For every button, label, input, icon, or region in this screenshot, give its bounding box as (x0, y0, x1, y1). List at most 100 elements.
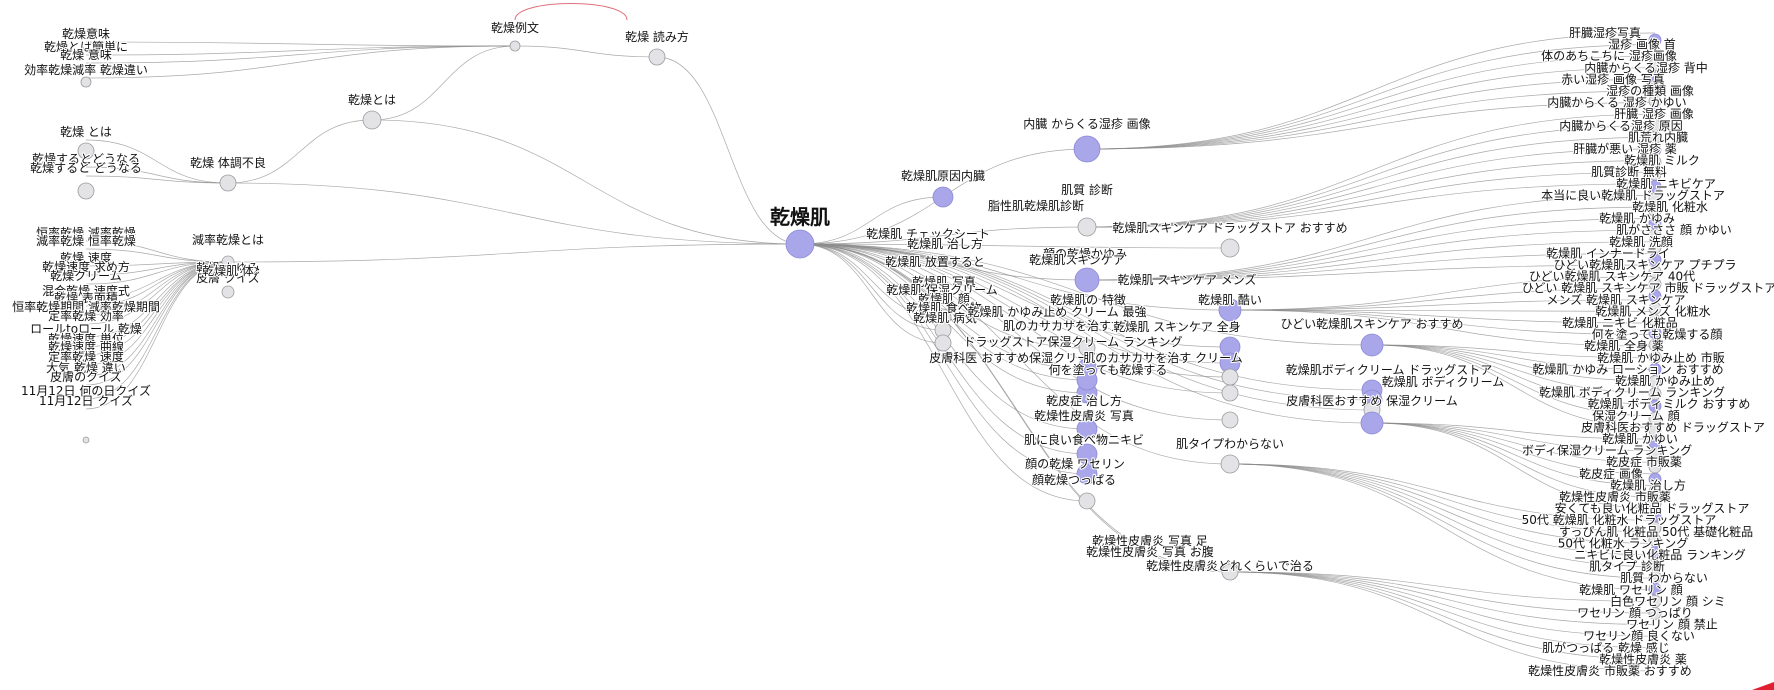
hub-node[interactable] (1073, 135, 1101, 163)
hub-node[interactable] (1360, 411, 1384, 435)
graph-edge (799, 243, 1373, 401)
hub-node[interactable] (221, 255, 235, 269)
left-keyword-label: 乾燥 速度 (60, 250, 112, 265)
left-keyword-label: 減率乾燥 恒率乾燥 (36, 233, 136, 248)
graph-edge (799, 243, 1231, 348)
right-keyword-label: ワセリン顔 良くない (1583, 628, 1695, 643)
center-node[interactable] (785, 229, 815, 259)
mid-keyword-label: 肌に良い食べ物ニキビ (1024, 432, 1144, 447)
hub-node[interactable] (648, 48, 666, 66)
graph-edge (1086, 102, 1656, 150)
mid-node[interactable] (1076, 463, 1098, 485)
mid-node[interactable] (1076, 418, 1098, 440)
right-keyword-label: 皮膚科医おすすめ ドラッグストア (1581, 419, 1765, 434)
hub-node[interactable] (219, 174, 237, 192)
right-keyword-label: ニキビに良い化粧品 ランキング (1574, 547, 1745, 562)
graph-edge (1371, 422, 1656, 440)
graph-edge (1086, 171, 1656, 228)
left-node[interactable] (80, 76, 92, 88)
right-keyword-label: 乾燥性皮膚炎 市販薬 おすすめ (1528, 663, 1692, 678)
right-node[interactable] (1648, 607, 1662, 620)
graph-nodes (77, 33, 1662, 620)
mid-keyword-label: 乾燥肌ボディクリーム ドラッグストア (1286, 362, 1493, 377)
hub-node[interactable] (362, 110, 382, 130)
graph-edge (1086, 90, 1656, 150)
graph-edges (85, 32, 1656, 672)
mid-keyword-label: 乾燥性皮膚炎 写真 お腹 (1086, 544, 1214, 559)
left-keyword-label: 大気 乾燥 違い (46, 360, 126, 375)
right-keyword-label: 湿疹の種類 画像 (1606, 83, 1694, 98)
graph-edge (85, 240, 229, 263)
right-keyword-label: 安くても良い化粧品 ドラッグストア (1555, 501, 1750, 516)
graph-edge (1086, 67, 1656, 150)
hub-node[interactable] (1221, 563, 1239, 581)
graph-edge (1229, 463, 1656, 544)
left-node[interactable] (77, 142, 95, 160)
graph-edge (799, 243, 1231, 249)
mid-node[interactable] (1078, 492, 1096, 510)
mid-node[interactable] (1221, 384, 1239, 402)
right-keyword-label: 乾燥肌 メンズ 化粧水 (1595, 303, 1710, 318)
left-node[interactable] (77, 182, 95, 200)
right-keyword-label: 乾燥肌 全身 薬 (1584, 338, 1664, 353)
hub-node[interactable] (1077, 217, 1097, 237)
mid-keyword-label: 肌のカサカサを治す クリーム (1083, 351, 1242, 365)
mid-node[interactable] (1076, 369, 1098, 391)
graph-edge (85, 139, 229, 184)
graph-edge (1371, 344, 1656, 382)
mid-node[interactable] (1221, 368, 1239, 386)
graph-edge (1229, 463, 1656, 533)
mid-keyword-label: 顔乾燥つっぱる (1032, 472, 1116, 487)
right-keyword-label: 乾皮症 画像 (1579, 466, 1643, 481)
right-keyword-label: 肌荒れ内臓 (1628, 130, 1688, 144)
graph-edge (799, 243, 1231, 311)
graph-edge (85, 175, 229, 184)
graph-edge (799, 243, 1231, 465)
left-node[interactable] (82, 436, 90, 444)
hub-label: 乾燥性皮膚炎どれくらいで治る (1146, 558, 1314, 573)
hub-label: 乾燥例文 (491, 20, 539, 35)
right-keyword-label: 肌がつっぱる 乾燥 感じ (1542, 640, 1670, 655)
mid-keyword-label: 乾燥性皮膚炎 写真 (1034, 408, 1134, 423)
right-keyword-label: 肝臓湿疹写真 (1569, 25, 1641, 40)
mid-node[interactable] (1221, 411, 1239, 429)
graph-edge (799, 196, 944, 245)
left-keyword-label: 皮膚 クイズ (196, 270, 259, 285)
left-keyword-label: 乾燥肌 体 (202, 264, 254, 278)
graph-edge (1086, 253, 1656, 281)
graph-edge (85, 261, 229, 356)
left-keyword-label: 乾燥すると どうなる (30, 161, 142, 175)
right-keyword-label: 乾燥肌 化粧水 (1632, 200, 1708, 214)
hub-node[interactable] (1220, 454, 1240, 474)
right-keyword-label: 乾燥肌 ニキビケア (1616, 177, 1716, 191)
right-keyword-label: 50代 化粧水 ランキング (1558, 536, 1689, 550)
left-keyword-label: 混合乾燥 速度式 (42, 283, 130, 298)
mid-node[interactable] (934, 334, 952, 352)
hub-node[interactable] (932, 186, 954, 208)
left-keyword-label: 乾燥 表面積 (54, 290, 118, 305)
right-keyword-label: 肝臓 湿疹 画像 (1614, 106, 1694, 121)
hub-node[interactable] (509, 40, 521, 52)
left-node[interactable] (221, 285, 235, 299)
mid-keyword-label: 皮膚科医 おすすめ保湿クリーム (929, 350, 1100, 365)
mid-keyword-label: 乾燥肌スキンケア (1029, 253, 1125, 267)
hub-node[interactable] (1220, 238, 1240, 258)
left-keyword-label: 11月12日 何の日クイズ (21, 383, 151, 398)
graph-edge (1229, 463, 1656, 579)
right-keyword-label: 白色ワセリン 顔 シミ (1610, 593, 1726, 608)
right-keyword-label: 乾燥肌 洗顔 (1609, 234, 1673, 249)
right-keyword-label: 乾燥性皮膚炎 薬 (1599, 651, 1687, 666)
graph-edge (1229, 309, 1656, 312)
right-keyword-label: 肌質 わからない (1620, 570, 1708, 585)
left-keyword-label: 定率乾燥 速度 (48, 349, 124, 364)
hub-node[interactable] (1218, 298, 1242, 322)
hub-node[interactable] (1360, 333, 1384, 357)
mid-node[interactable] (1078, 339, 1096, 357)
graph-edge (1229, 299, 1656, 311)
graph-edge (1086, 148, 1656, 228)
hub-node[interactable] (1074, 267, 1100, 293)
graph-edge (85, 261, 229, 366)
left-keyword-label: 乾燥 意味 (60, 47, 112, 62)
graph-edge (1229, 463, 1656, 567)
